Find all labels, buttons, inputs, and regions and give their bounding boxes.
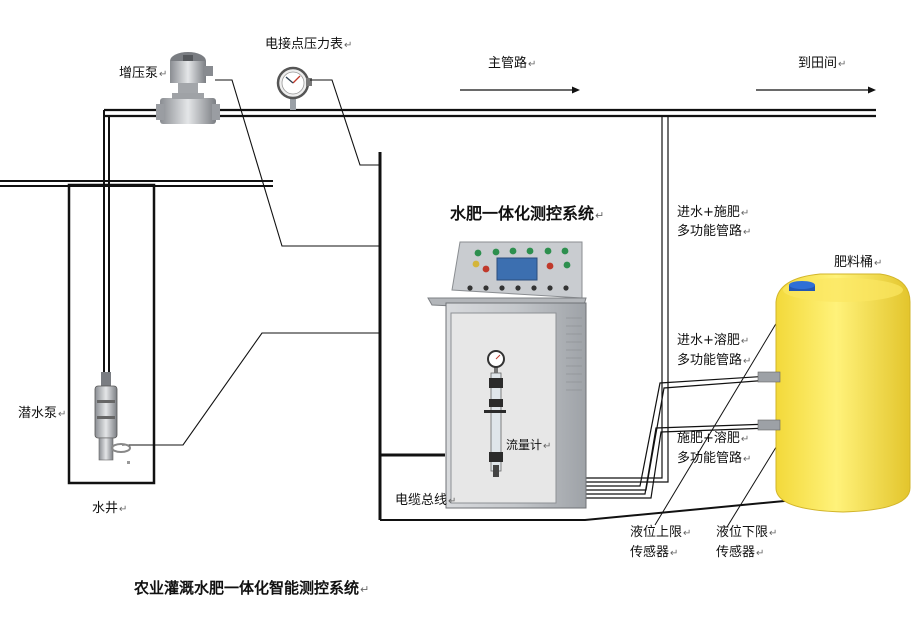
fertilizer-tank <box>757 273 911 513</box>
multifunction-pipes <box>578 116 771 499</box>
well <box>67 183 156 485</box>
pipe-inlet-apply-label-1: 进水+施肥↵ <box>677 205 750 220</box>
well-riser-pipe <box>103 110 110 372</box>
level-high-sensor-label-1: 液位上限↵ <box>630 525 692 540</box>
pressure-gauge <box>276 66 312 110</box>
submersible-pump-label: 潜水泵↵ <box>18 406 67 421</box>
cable-bus <box>378 152 796 521</box>
pipe-apply-dissolve-label-2: 多功能管路↵ <box>677 451 752 466</box>
cabinet-screen <box>496 257 538 281</box>
fertilizer-tank-label: 肥料桶↵ <box>834 255 883 270</box>
tank-fitting-upper <box>757 371 781 383</box>
pipe-inlet-dissolve <box>578 375 771 487</box>
main-pipe <box>104 108 876 118</box>
cabinet-gauge <box>487 350 505 373</box>
to-field-arrow <box>756 86 876 94</box>
booster-pump <box>156 52 220 124</box>
pipe-inlet-apply-label-2: 多功能管路↵ <box>677 224 752 239</box>
wire-pressure-gauge <box>310 79 380 166</box>
pipe-inlet-dissolve-label-2: 多功能管路↵ <box>677 353 752 368</box>
pipe-apply-dissolve-label-1: 施肥+溶肥↵ <box>677 431 750 446</box>
pipe-inlet-apply <box>578 116 663 479</box>
wire-submersible-pump <box>122 332 380 446</box>
pressure-gauge-label: 电接点压力表↵ <box>265 37 353 52</box>
main-title: 农业灌溉水肥一体化智能测控系统↵ <box>134 579 370 597</box>
to-field-label: 到田间↵ <box>798 56 847 71</box>
submersible-pump <box>94 372 131 464</box>
level-high-leader <box>654 316 781 526</box>
booster-pump-label: 增压泵↵ <box>119 66 168 81</box>
well-label: 水井↵ <box>92 501 128 516</box>
flowmeter-label: 流量计↵ <box>506 438 552 452</box>
tank-cap <box>789 281 815 291</box>
wire-booster-pump <box>215 79 380 247</box>
tank-fitting-lower <box>757 419 781 431</box>
level-high-sensor-label-2: 传感器↵ <box>630 545 679 560</box>
main-pipe-label: 主管路↵ <box>488 56 537 71</box>
pipe-inlet-dissolve-label-1: 进水+溶肥↵ <box>677 333 750 348</box>
level-low-sensor-label-2: 传感器↵ <box>716 545 765 560</box>
level-low-leader <box>726 443 779 528</box>
sensor-leader-lines <box>654 316 781 528</box>
cable-bus-label: 电缆总线↵ <box>395 493 457 508</box>
control-cabinet <box>427 241 587 509</box>
signal-wires <box>122 79 380 446</box>
main-pipe-arrow <box>460 86 580 94</box>
level-low-sensor-label-1: 液位下限↵ <box>716 525 778 540</box>
panel-title: 水肥一体化测控系统↵ <box>450 204 605 223</box>
cabinet-flowmeter <box>484 372 506 477</box>
pipe-apply-dissolve <box>578 423 771 495</box>
